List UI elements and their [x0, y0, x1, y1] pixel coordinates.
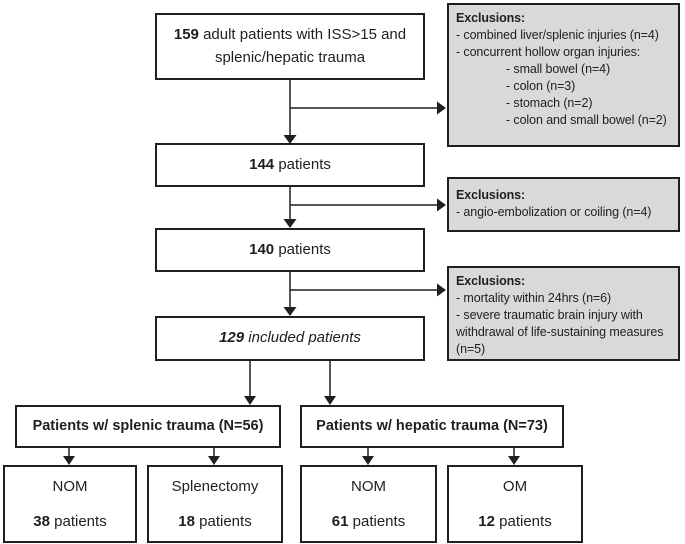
arrow-branch-exclusions-1 [290, 101, 446, 115]
box-144-count: 144 [249, 155, 275, 173]
hepatic-header-label: Patients w/ hepatic trauma (N=73) [316, 417, 548, 434]
outcome-box-splenectomy: Splenectomy 18 patients [147, 465, 283, 543]
exclusion-item: - colon (n=3) [506, 79, 576, 93]
outcome-count-line: 18 patients [178, 511, 251, 534]
box-129-included: 129 included patients [155, 316, 425, 361]
box-144-patients: 144 patients [155, 143, 425, 187]
outcome-box-om: OM 12 patients [447, 465, 583, 543]
arrow-144-to-140 [283, 187, 297, 228]
exclusion-item: - colon and small bowel (n=2) [506, 113, 667, 127]
exclusion-item: - small bowel (n=4) [506, 62, 611, 76]
outcome-box-splenic-nom: NOM 38 patients [3, 465, 137, 543]
arrow-branch-exclusions-3 [290, 283, 446, 297]
exclusions-box-2: Exclusions: - angio-embolization or coil… [447, 177, 680, 232]
arrow-hepatic-to-nom [362, 448, 374, 465]
box-144-text: 144 patients [249, 154, 331, 177]
box-129-label: included patients [248, 329, 361, 347]
box-129-text: 129 included patients [219, 327, 361, 350]
exclusions-3-title: Exclusions: [456, 274, 526, 288]
outcome-count: 18 [178, 512, 195, 530]
outcome-count: 12 [478, 512, 495, 530]
arrow-top-to-144 [283, 80, 297, 144]
initial-cohort-label: adult patients with ISS>15 and splenic/h… [203, 26, 407, 66]
box-initial-cohort: 159 adult patients with ISS>15 and splen… [155, 13, 425, 80]
outcome-count-line: 12 patients [478, 511, 551, 534]
box-129-count: 129 [219, 329, 245, 347]
arrow-branch-exclusions-2 [290, 198, 446, 212]
arrow-splenic-to-splenectomy [208, 448, 220, 465]
exclusion-item: - angio-embolization or coiling (n=4) [456, 205, 652, 219]
outcome-unit: patients [499, 512, 552, 530]
box-hepatic-trauma-header: Patients w/ hepatic trauma (N=73) [300, 405, 564, 448]
initial-cohort-count: 159 [173, 26, 199, 43]
outcome-label: Splenectomy [171, 478, 259, 495]
outcome-count: 38 [33, 512, 50, 530]
arrow-129-to-hepatic [324, 361, 336, 405]
outcome-label: NOM [351, 478, 386, 495]
exclusion-item: - severe traumatic brain injury with wit… [456, 308, 664, 356]
exclusions-box-1: Exclusions: - combined liver/splenic inj… [447, 3, 680, 147]
arrow-140-to-129 [283, 272, 297, 316]
outcome-count-line: 38 patients [33, 511, 106, 534]
outcome-count: 61 [331, 512, 349, 530]
outcome-unit: patients [352, 512, 406, 530]
exclusions-1-title: Exclusions: [456, 11, 526, 25]
outcome-unit: patients [199, 512, 252, 530]
initial-cohort-text: 159 adult patients with ISS>15 and splen… [165, 24, 415, 69]
box-144-label: patients [278, 155, 331, 173]
arrow-splenic-to-nom [63, 448, 75, 465]
exclusions-2-title: Exclusions: [456, 188, 526, 202]
outcome-box-hepatic-nom: NOM 61 patients [300, 465, 437, 543]
exclusions-box-3: Exclusions: - mortality within 24hrs (n=… [447, 266, 680, 361]
box-140-patients: 140 patients [155, 228, 425, 272]
exclusion-item: - concurrent hollow organ injuries: [456, 45, 641, 59]
arrow-hepatic-to-om [508, 448, 520, 465]
arrow-129-to-splenic [244, 361, 256, 405]
box-140-label: patients [278, 240, 331, 258]
exclusion-item: - mortality within 24hrs (n=6) [456, 291, 612, 305]
box-140-count: 140 [249, 240, 275, 258]
outcome-label: OM [502, 478, 528, 495]
box-140-text: 140 patients [249, 239, 331, 262]
outcome-label: NOM [52, 478, 88, 495]
splenic-header-label: Patients w/ splenic trauma (N=56) [32, 417, 264, 434]
exclusion-item: - combined liver/splenic injuries (n=4) [456, 28, 659, 42]
outcome-unit: patients [54, 512, 107, 530]
outcome-count-line: 61 patients [332, 511, 405, 534]
box-splenic-trauma-header: Patients w/ splenic trauma (N=56) [15, 405, 281, 448]
exclusion-item: - stomach (n=2) [506, 96, 593, 110]
